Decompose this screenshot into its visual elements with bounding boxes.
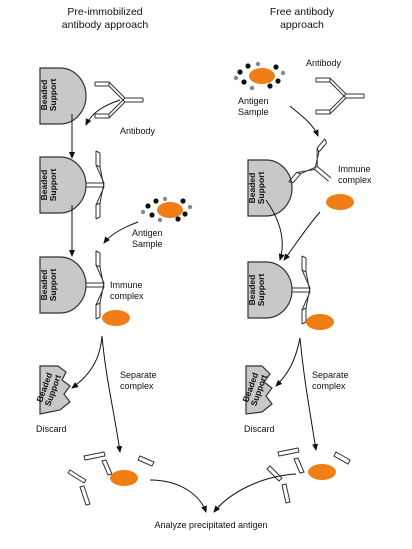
label-immune-complex-left: Immune complex <box>110 280 144 302</box>
antibody-left-bound-2 <box>86 250 105 320</box>
beaded-support-left-1 <box>39 67 87 125</box>
label-antigen-line2: Sample <box>238 107 269 117</box>
heading-left-line1: Pre-immobilized <box>67 6 143 18</box>
heading-right-line1: Free antibody <box>269 6 335 18</box>
label-antigen-line2: Sample <box>132 239 163 249</box>
arrow-left-to-analyze <box>149 479 207 513</box>
support-label-line2: Support <box>48 168 58 202</box>
antigen-bound-right <box>306 314 334 330</box>
support-label-right-1: Beaded Support <box>247 163 266 213</box>
label-antibody-right: Antibody <box>306 58 342 68</box>
antigen-free-left <box>110 470 138 486</box>
label-antigen-line1: Antigen <box>238 96 269 106</box>
immune-complex-right-free <box>288 138 332 184</box>
arrow-right-to-separate <box>299 337 319 451</box>
support-label-right-2: Beaded Support <box>247 265 266 315</box>
support-label-line2: Support <box>256 171 266 205</box>
label-immune-complex-right: Immune complex <box>338 164 372 186</box>
antibody-left-bound-1 <box>86 150 105 220</box>
arrow-right-mid-right <box>283 211 321 261</box>
label-antigen-sample-left: Antigen Sample <box>132 228 163 250</box>
heading-right: Free antibody approach <box>252 6 352 32</box>
label-discard-left: Discard <box>36 424 67 434</box>
arrow-antibody-to-column <box>85 99 121 126</box>
label-antibody-left: Antibody <box>120 126 156 136</box>
arrow-antigen-to-column-left <box>103 221 139 244</box>
label-antigen-sample-right: Antigen Sample <box>238 96 269 118</box>
beaded-support-left-3 <box>39 256 87 314</box>
label-immune-line2: complex <box>110 291 144 301</box>
beaded-support-right-2 <box>247 261 293 319</box>
arrow-right-to-analyze <box>213 473 297 513</box>
broken-support-left <box>39 365 71 415</box>
arrow-right-mid-left <box>265 199 285 261</box>
arrow-right-top <box>289 105 319 137</box>
heading-left: Pre-immobilized antibody approach <box>50 6 160 32</box>
label-separate-complex-right: Separate complex <box>312 370 349 392</box>
antibody-left-free <box>94 81 144 119</box>
antigen-sample-right <box>233 61 286 91</box>
support-label-line2: Support <box>48 268 58 302</box>
label-immune-line1: Immune <box>110 280 143 290</box>
antigen-free-right <box>308 464 336 480</box>
label-separate-line2: complex <box>312 381 346 391</box>
label-separate-line2: complex <box>120 381 154 391</box>
arrow-right-to-discard <box>275 337 301 387</box>
antibody-right-free <box>315 77 365 115</box>
support-label-line2: Support <box>48 78 58 112</box>
support-label-line2: Support <box>256 273 266 307</box>
label-discard-right: Discard <box>244 424 275 434</box>
heading-left-line2: antibody approach <box>61 19 149 31</box>
label-immune-line1: Immune <box>338 164 371 174</box>
label-separate-line1: Separate <box>312 370 349 380</box>
label-analyze: Analyze precipitated antigen <box>154 520 268 530</box>
label-antigen-line1: Antigen <box>132 228 163 238</box>
support-label-left-1: Beaded Support <box>39 70 58 120</box>
label-separate-line1: Separate <box>120 370 157 380</box>
label-immune-line2: complex <box>338 175 372 185</box>
antigen-bound-left <box>102 310 130 326</box>
antigen-complex-right <box>326 194 354 210</box>
antibody-fragments-right <box>266 447 351 504</box>
heading-right-line2: approach <box>280 19 324 31</box>
antibody-right-bound <box>292 255 311 325</box>
arrow-left-to-discard <box>71 335 103 389</box>
support-label-left-3: Beaded Support <box>39 260 58 310</box>
support-label-left-2: Beaded Support <box>39 160 58 210</box>
antibody-fragments-left <box>67 451 155 506</box>
beaded-support-left-2 <box>39 156 87 214</box>
broken-support-right <box>245 365 273 415</box>
arrow-left-to-separate <box>101 335 123 453</box>
beaded-support-right-1 <box>247 159 293 217</box>
antigen-sample-left <box>140 196 193 223</box>
label-separate-complex-left: Separate complex <box>120 370 157 392</box>
